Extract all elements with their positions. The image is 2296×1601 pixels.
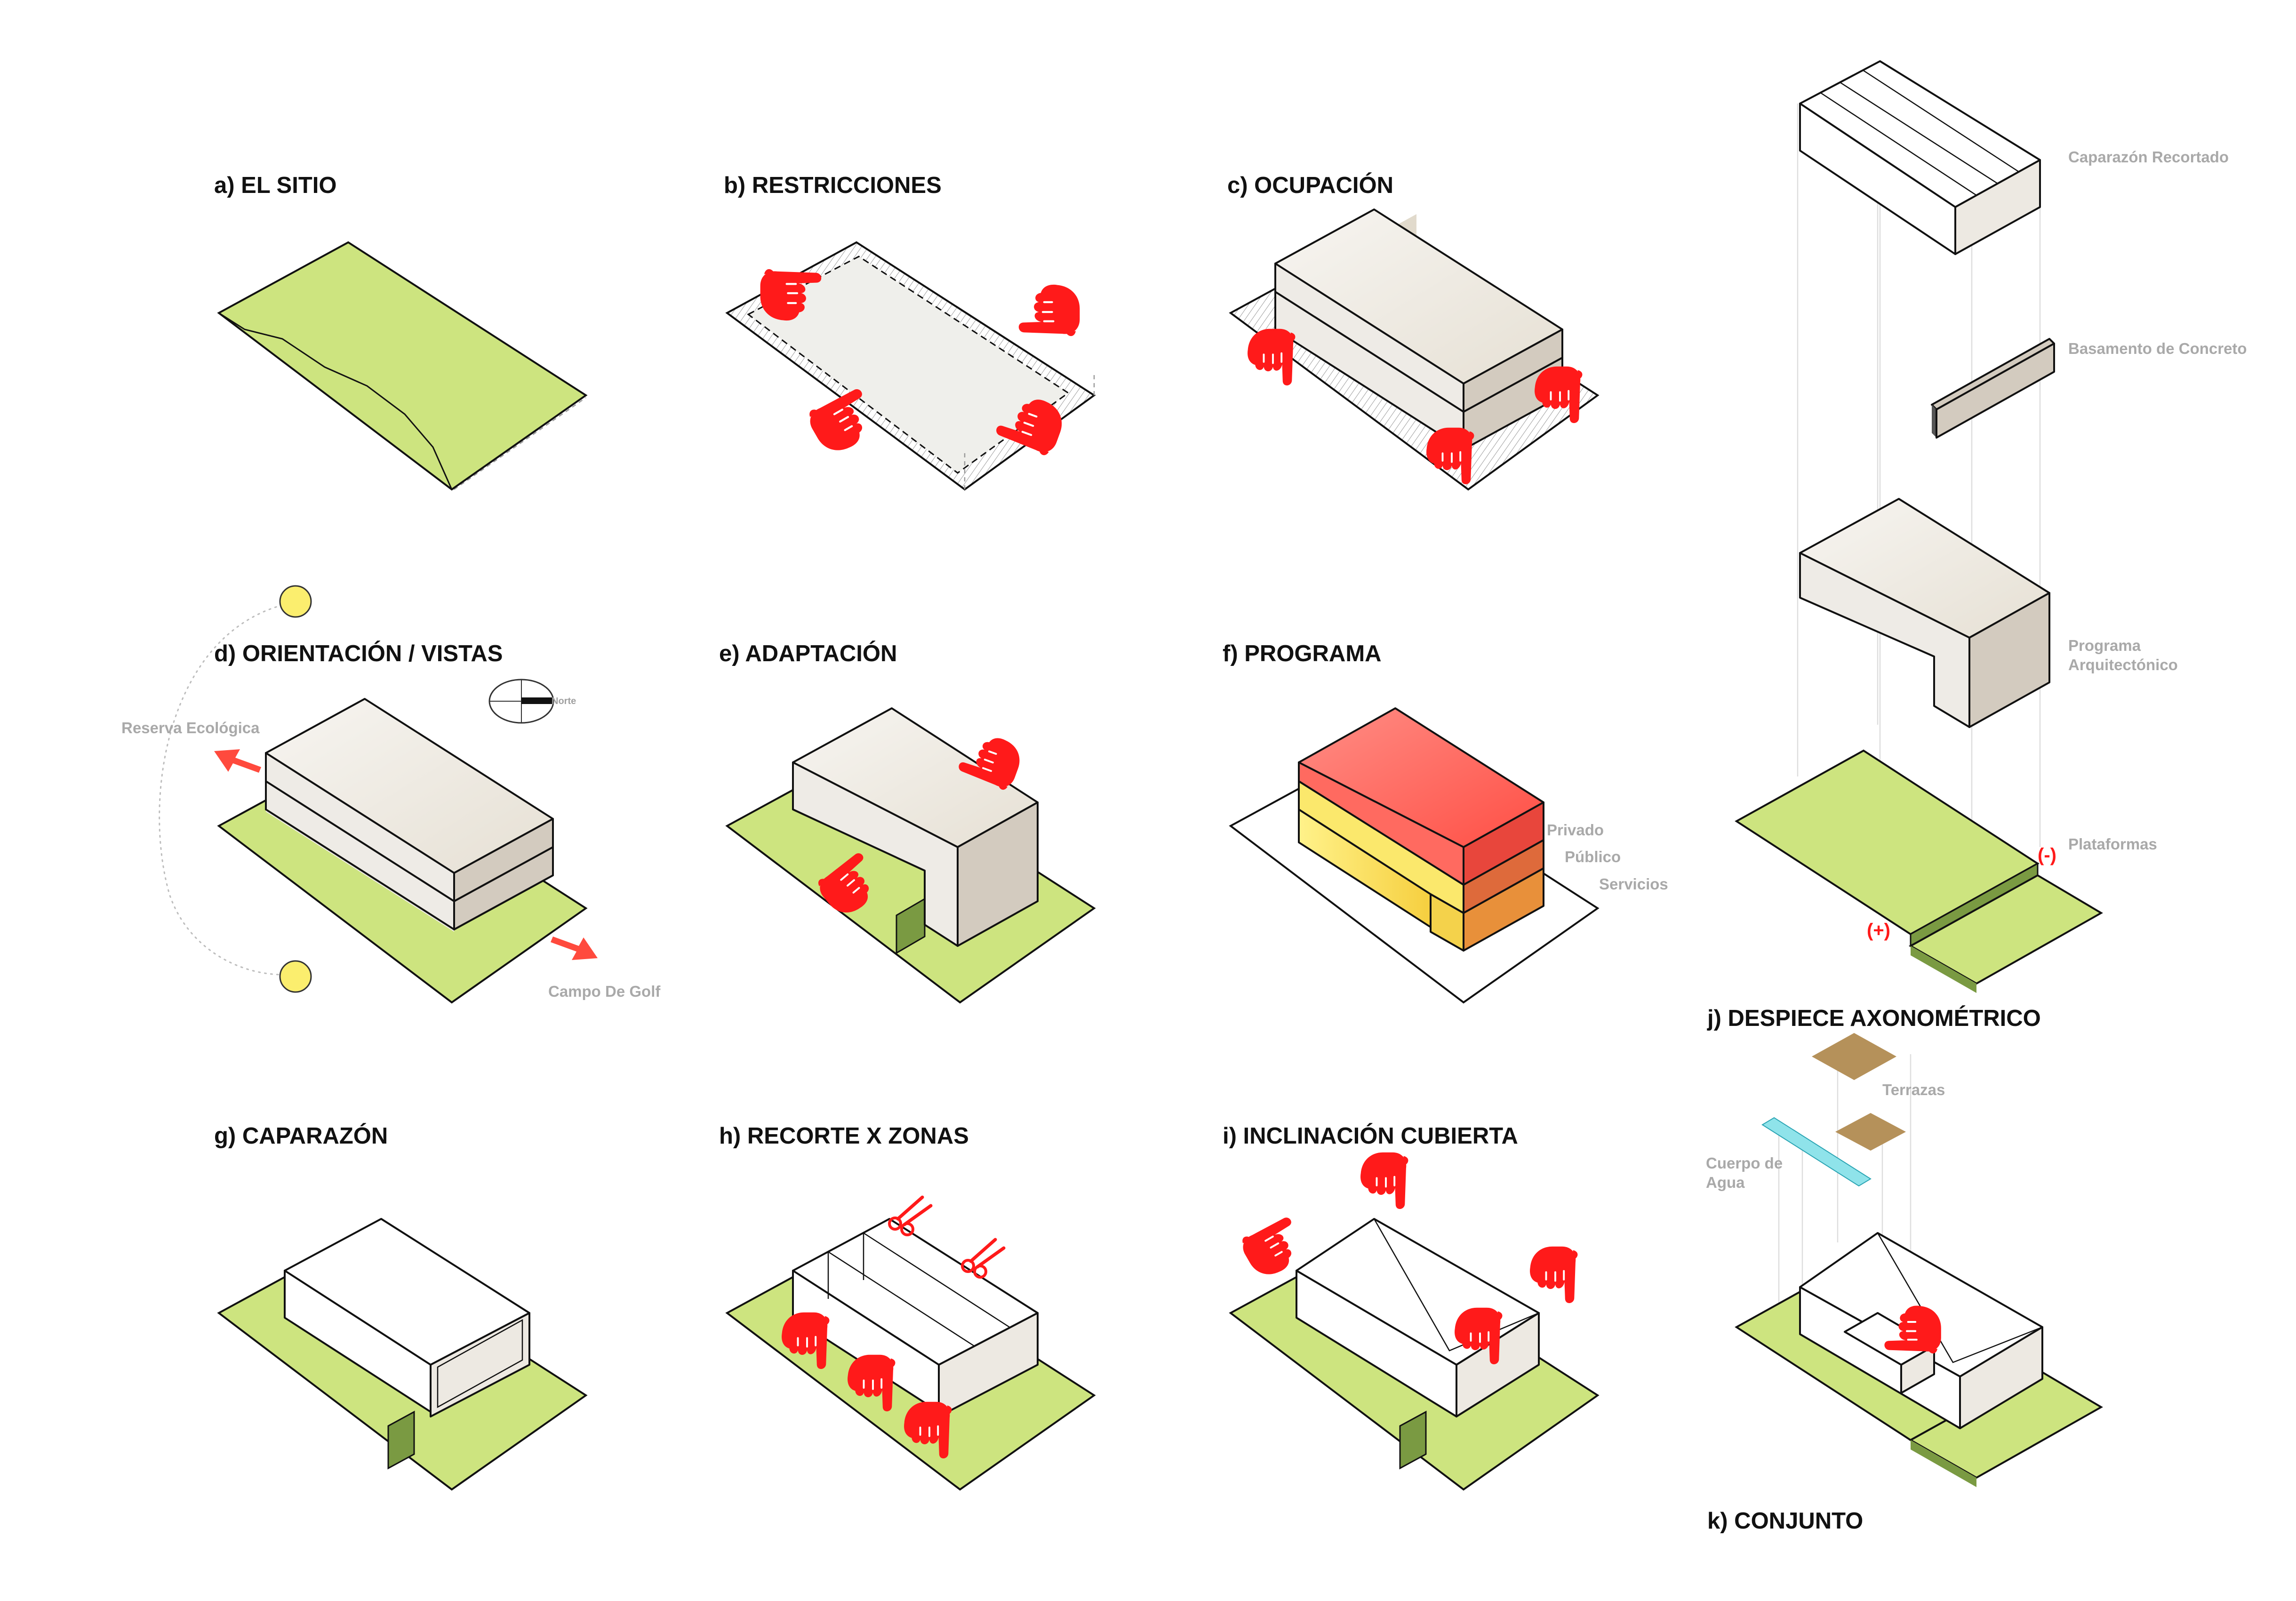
orientation-diagram-d: Norte Reserva Ecológica Campo De Golf: [121, 585, 661, 1004]
scissors-icon: [889, 1197, 931, 1235]
pointing-hand-icon: [1019, 285, 1080, 336]
adaptation-diagram-e: [725, 707, 1096, 1004]
base-label: Basamento de Concreto: [2068, 340, 2247, 357]
north-label: Norte: [552, 696, 576, 706]
sun-icon: [279, 585, 312, 618]
title-a: a) EL SITIO: [214, 173, 336, 198]
assembly-k: Terrazas Cuerpo de Agua: [1706, 1033, 2103, 1487]
plus-label: (+): [1867, 920, 1890, 941]
roof-pitch-diagram-i: [1229, 1151, 1600, 1491]
program-label-line1: Programa: [2068, 637, 2141, 654]
shell-label: Caparazón Recortado: [2068, 148, 2229, 166]
shell-diagram-g: [217, 1218, 588, 1491]
services-label: Servicios: [1599, 875, 1668, 893]
restrictions-diagram-b: [725, 241, 1096, 491]
title-h: h) RECORTE X ZONAS: [719, 1123, 969, 1149]
exploded-axonometric-j: Caparazón Recortado Basamento de Concret…: [1735, 60, 2247, 993]
reserve-label: Reserva Ecológica: [121, 719, 260, 736]
sun-icon: [279, 960, 312, 993]
title-j: j) DESPIECE AXONOMÉTRICO: [1707, 1006, 2041, 1031]
title-k: k) CONJUNTO: [1707, 1508, 1863, 1534]
pointing-hand-icon: [1360, 1151, 1409, 1210]
platforms-label: Plataformas: [2068, 835, 2157, 853]
terrace-upper: [1812, 1033, 1896, 1080]
scissors-icon: [962, 1240, 1004, 1277]
program-label-line2: Arquitectónico: [2068, 656, 2178, 673]
title-g: g) CAPARAZÓN: [214, 1123, 388, 1149]
terrace-lower: [1835, 1113, 1906, 1151]
pointing-hand-icon: [1529, 1245, 1579, 1304]
title-d: d) ORIENTACIÓN / VISTAS: [214, 640, 503, 666]
golf-label: Campo De Golf: [548, 983, 661, 1000]
compass-icon: [488, 679, 554, 724]
site-diagram-a: [217, 241, 588, 491]
private-label: Privado: [1547, 821, 1604, 839]
title-i: i) INCLINACIÓN CUBIERTA: [1223, 1123, 1518, 1149]
water-label-line2: Agua: [1706, 1174, 1745, 1191]
title-b: b) RESTRICCIONES: [724, 173, 942, 198]
minus-label: (-): [2038, 845, 2056, 865]
cut-zones-diagram-h: [725, 1197, 1096, 1491]
arrow-icon: [214, 749, 261, 773]
title-f: f) PROGRAMA: [1223, 641, 1382, 666]
public-label: Público: [1565, 848, 1621, 865]
water-label-line1: Cuerpo de: [1706, 1154, 1783, 1172]
title-e: e) ADAPTACIÓN: [719, 640, 897, 666]
occupation-diagram-c: [1229, 208, 1600, 491]
program-diagram-f: Privado Público Servicios: [1229, 707, 1668, 1004]
pointing-hand-icon: [1247, 328, 1296, 386]
terraces-label: Terrazas: [1882, 1081, 1945, 1098]
title-c: c) OCUPACIÓN: [1227, 172, 1393, 198]
water-body: [1761, 1117, 1872, 1187]
arrow-icon: [551, 937, 598, 960]
